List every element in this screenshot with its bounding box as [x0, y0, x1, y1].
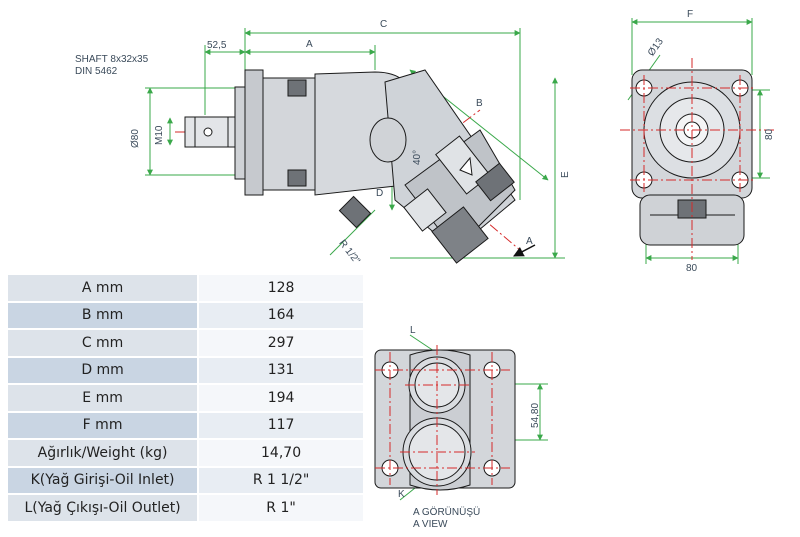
- spec-key: K(Yağ Girişi-Oil Inlet): [8, 466, 199, 495]
- a-view-caption-line2: A VIEW: [413, 519, 448, 530]
- angle-40-label: 40°: [412, 149, 423, 165]
- view-arrow-a-label: A: [526, 236, 533, 247]
- spec-key: B mm: [8, 301, 199, 330]
- spec-value: R 1": [197, 494, 363, 523]
- dim-54-80-label: 54,80: [530, 402, 541, 428]
- spec-value: 194: [197, 384, 363, 413]
- front-view: [620, 18, 775, 264]
- spec-value: 117: [197, 411, 363, 440]
- table-row: Ağırlık/Weight (kg)14,70: [8, 439, 363, 468]
- table-row: L(Yağ Çıkışı-Oil Outlet)R 1": [8, 494, 363, 523]
- spec-value: 164: [197, 301, 363, 330]
- spec-value: 14,70: [197, 439, 363, 468]
- dim-a-label: A: [306, 39, 313, 50]
- spec-key: E mm: [8, 384, 199, 413]
- shaft-note-line2: DIN 5462: [75, 66, 118, 77]
- dim-k-label: K: [398, 489, 405, 500]
- spec-value: 297: [197, 329, 363, 358]
- a-view: [374, 334, 548, 501]
- dim-c-label: C: [380, 19, 388, 30]
- spec-key: C mm: [8, 329, 199, 358]
- spec-value: R 1 1/2": [197, 466, 363, 495]
- dim-80-side-label: 80: [764, 128, 775, 140]
- side-view: [145, 28, 565, 264]
- dim-l-label: L: [410, 325, 416, 336]
- dim-e-label: E: [560, 171, 571, 178]
- a-view-caption-line1: A GÖRÜNÜŞÜ: [413, 507, 481, 518]
- dim-o80-label: Ø80: [130, 129, 141, 148]
- spec-key: F mm: [8, 411, 199, 440]
- dim-d-label: D: [376, 188, 384, 199]
- spec-key: A mm: [8, 275, 199, 303]
- dim-f-label: F: [687, 9, 694, 20]
- dim-m10-label: M10: [154, 125, 165, 145]
- table-row: K(Yağ Girişi-Oil Inlet)R 1 1/2": [8, 466, 363, 495]
- spec-value: 128: [197, 275, 363, 303]
- spec-key: Ağırlık/Weight (kg): [8, 439, 199, 468]
- shaft-note-line1: SHAFT 8x32x35: [75, 54, 149, 65]
- dim-80-bottom-label: 80: [686, 263, 698, 274]
- dim-b-label: B: [476, 98, 483, 109]
- spec-value: 131: [197, 356, 363, 385]
- spec-key: L(Yağ Çıkışı-Oil Outlet): [8, 494, 199, 523]
- dim-52-5-label: 52,5: [207, 40, 227, 51]
- spec-key: D mm: [8, 356, 199, 385]
